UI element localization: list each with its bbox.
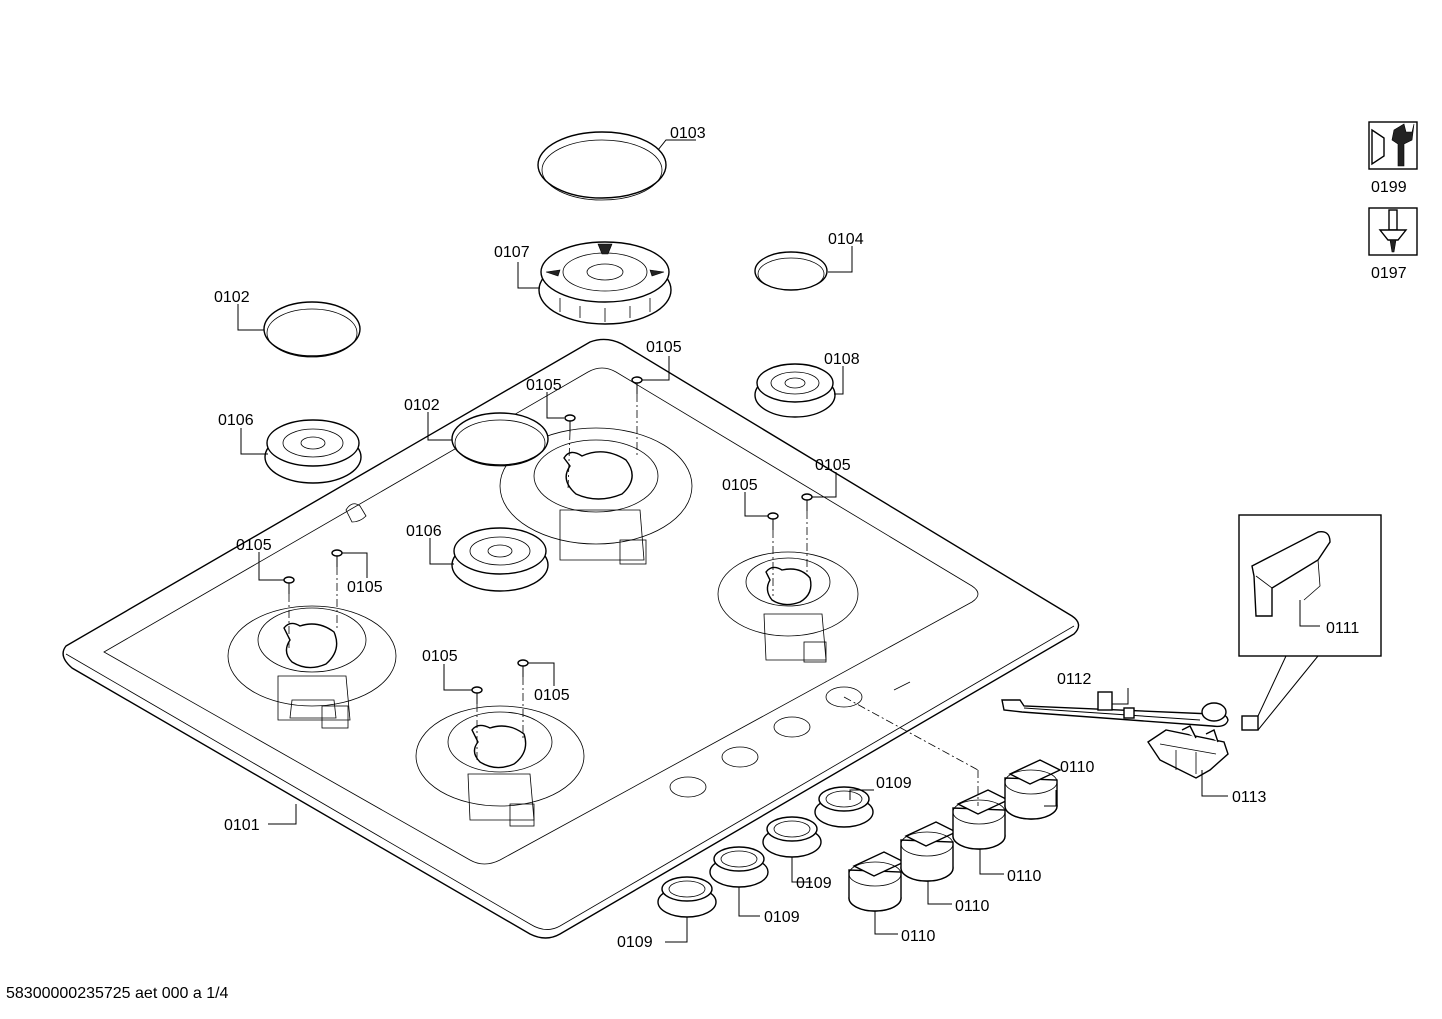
burner-crown-right: [754, 363, 836, 418]
burner-zone-front: [415, 705, 585, 827]
part-labels: 0103 0104 0107 0102 0105 0108 0105 0102 …: [214, 125, 1407, 951]
label-0105-center-left: 0105: [526, 377, 562, 394]
label-0109-left: 0109: [617, 934, 653, 951]
burner-cap-medium-left: [263, 301, 361, 358]
ignition-module-housing: [1147, 725, 1229, 779]
burner-cap-small-right: [754, 251, 828, 291]
label-0109-right: 0109: [876, 775, 912, 792]
label-0105-right-top: 0105: [815, 457, 851, 474]
label-0109-mid-right: 0109: [796, 875, 832, 892]
spark-ignition-electrode: [1001, 691, 1229, 728]
screw-guide-lines: [288, 394, 808, 760]
burner-zone-center: [499, 427, 693, 565]
leader-lines: [237, 139, 1320, 943]
label-0103: 0103: [670, 125, 706, 142]
burner-zone-left: [227, 605, 397, 729]
label-0105-left-top: 0105: [236, 537, 272, 554]
label-0105-center-top: 0105: [646, 339, 682, 356]
label-0197: 0197: [1371, 265, 1407, 282]
label-0105-front-right: 0105: [534, 687, 570, 704]
burner-zone-right: [717, 551, 859, 663]
label-0112: 0112: [1057, 671, 1092, 688]
label-0199: 0199: [1371, 179, 1407, 196]
burner-crown-center: [451, 527, 549, 592]
hob-top-plate: [62, 338, 1080, 939]
label-0105-left-right: 0105: [347, 579, 383, 596]
label-0106-center: 0106: [406, 523, 442, 540]
control-knobs: [848, 759, 1062, 912]
label-0105-front-top: 0105: [422, 648, 458, 665]
label-0110-mid-left: 0110: [955, 898, 990, 915]
label-0105-right-left: 0105: [722, 477, 758, 494]
label-0111: 0111: [1326, 620, 1359, 637]
burner-cap-medium-center: [451, 412, 549, 467]
label-0110-mid-right: 0110: [1007, 868, 1042, 885]
knob-axis-lines: [843, 696, 979, 806]
label-0102-center: 0102: [404, 397, 440, 414]
burner-cap-large: [537, 131, 667, 201]
label-0101: 0101: [224, 817, 260, 834]
wrench-nut-icon: [1368, 121, 1418, 170]
label-0104: 0104: [828, 231, 864, 248]
burner-crown-left: [264, 419, 362, 484]
label-0107: 0107: [494, 244, 530, 261]
label-0102-left: 0102: [214, 289, 250, 306]
label-0110-left: 0110: [901, 928, 936, 945]
screwdriver-icon: [1368, 207, 1418, 256]
label-0113: 0113: [1232, 789, 1267, 806]
label-0110-right: 0110: [1060, 759, 1095, 776]
label-0106-left: 0106: [218, 412, 254, 429]
label-0108: 0108: [824, 351, 860, 368]
label-0109-mid-left: 0109: [764, 909, 800, 926]
document-footer: 58300000235725 aet 000 a 1/4: [6, 985, 229, 1002]
burner-crown-large: [538, 241, 672, 325]
inset-clip-detail: [1238, 514, 1382, 731]
knob-seals: [657, 786, 874, 918]
